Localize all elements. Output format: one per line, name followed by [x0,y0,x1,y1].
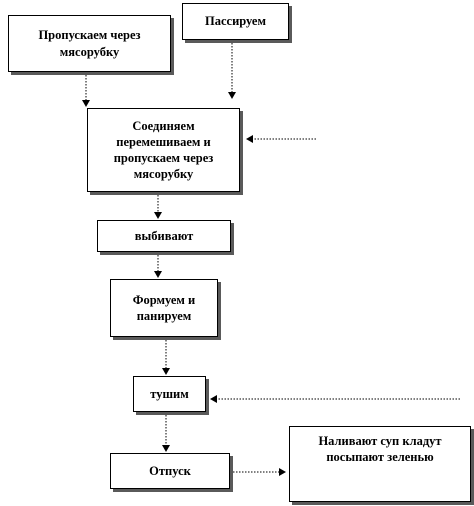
arrowhead [228,92,236,99]
node-mince: Пропускаем через мясорубку [8,15,171,72]
arrowhead [162,368,170,375]
node-serve: Отпуск [110,453,230,489]
arrowhead [162,445,170,452]
arrowhead [154,271,162,278]
node-combine-label: Соединяем перемешиваем и пропускаем чере… [113,118,214,182]
node-stew-label: тушим [150,386,189,401]
arrowhead [154,212,162,219]
node-pour-label: Наливают суп кладут посыпают зеленью [318,434,442,465]
node-beat: выбивают [97,220,231,252]
node-combine: Соединяем перемешиваем и пропускаем чере… [87,108,240,192]
node-serve-label: Отпуск [149,463,191,478]
node-saute: Пассируем [182,3,289,40]
arrowhead [210,395,217,403]
node-beat-label: выбивают [134,228,194,243]
arrowhead [82,100,90,107]
node-shape: Формуем и панируем [110,279,218,337]
node-mince-label: Пропускаем через мясорубку [38,28,141,59]
arrowhead [279,468,286,476]
arrowhead [246,135,253,143]
node-stew: тушим [133,376,206,412]
node-saute-label: Пассируем [205,14,266,29]
node-shape-label: Формуем и панируем [132,292,196,323]
node-pour: Наливают суп кладут посыпают зеленью [289,426,471,502]
